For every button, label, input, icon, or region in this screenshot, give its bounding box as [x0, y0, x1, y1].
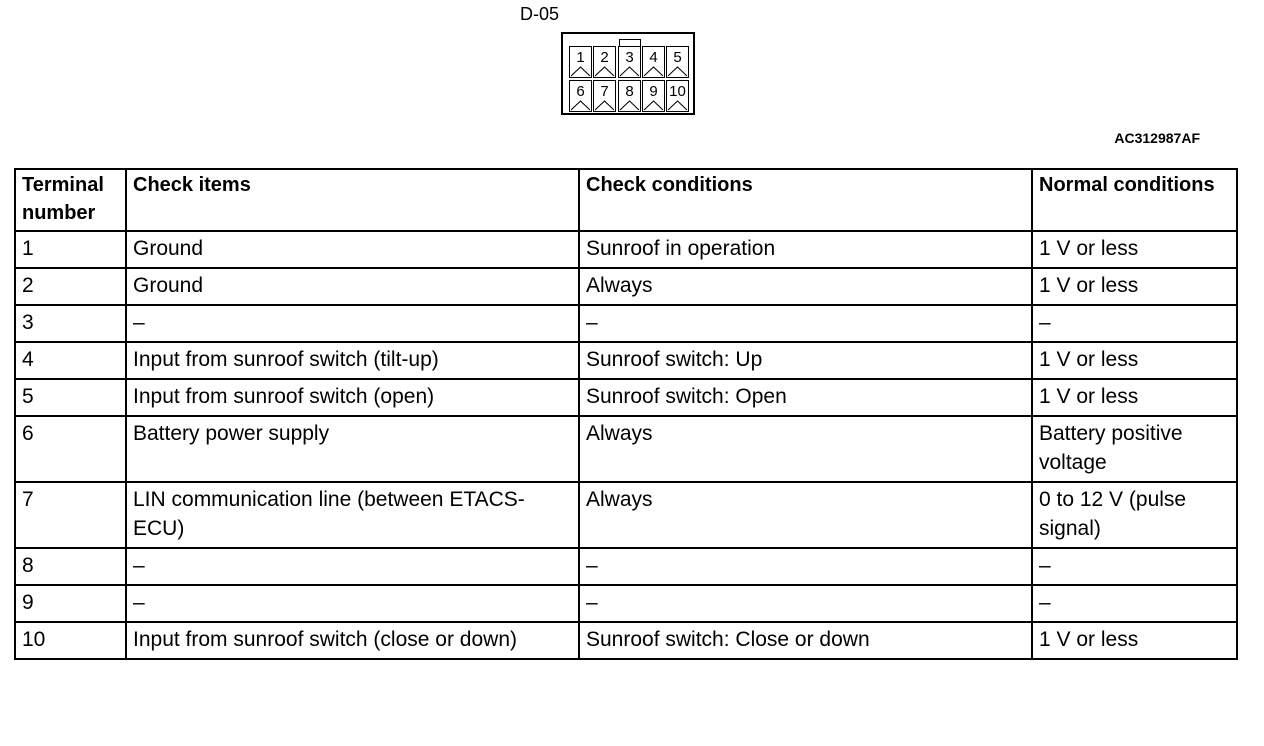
cell-terminal: 2: [14, 267, 127, 306]
figure-reference-code: AC312987AF: [1114, 130, 1200, 146]
cell-check-item: Battery power supply: [125, 415, 580, 483]
table-row: 4 Input from sunroof switch (tilt-up) Su…: [14, 341, 1238, 380]
table-row: 8 – – –: [14, 547, 1238, 586]
connector-pin: 3: [618, 46, 641, 78]
connector-pin: 2: [593, 46, 616, 78]
cell-normal-condition: 1 V or less: [1031, 378, 1238, 417]
cell-check-item: –: [125, 304, 580, 343]
cell-normal-condition: –: [1031, 547, 1238, 586]
cell-normal-condition: 0 to 12 V (pulse signal): [1031, 481, 1238, 549]
cell-normal-condition: 1 V or less: [1031, 230, 1238, 269]
cell-terminal: 9: [14, 584, 127, 623]
cell-check-item: Input from sunroof switch (close or down…: [125, 621, 580, 660]
cell-check-condition: Always: [578, 267, 1033, 306]
connector-label: D-05: [520, 4, 560, 24]
pin-number: 6: [576, 83, 585, 100]
pin-number: 5: [673, 49, 682, 66]
cell-terminal: 8: [14, 547, 127, 586]
cell-normal-condition: Battery positive voltage: [1031, 415, 1238, 483]
cell-check-condition: –: [578, 584, 1033, 623]
connector-pin: 10: [666, 80, 689, 112]
cell-check-item: Ground: [125, 230, 580, 269]
pin-number: 4: [649, 49, 658, 66]
cell-check-item: –: [125, 547, 580, 586]
cell-normal-condition: –: [1031, 584, 1238, 623]
cell-check-condition: Sunroof switch: Close or down: [578, 621, 1033, 660]
table-row: 9 – – –: [14, 584, 1238, 623]
cell-check-condition: Always: [578, 481, 1033, 549]
header-normal-conditions: Normal conditions: [1031, 168, 1238, 232]
table-row: 5 Input from sunroof switch (open) Sunro…: [14, 378, 1238, 417]
pin-number: 9: [649, 83, 658, 100]
cell-terminal: 7: [14, 481, 127, 549]
table-row: 1 Ground Sunroof in operation 1 V or les…: [14, 230, 1238, 269]
cell-check-condition: –: [578, 547, 1033, 586]
header-check-items: Check items: [125, 168, 580, 232]
cell-terminal: 10: [14, 621, 127, 660]
connector-pin: 9: [642, 80, 665, 112]
cell-check-condition: Always: [578, 415, 1033, 483]
connector-pin: 5: [666, 46, 689, 78]
cell-check-item: Input from sunroof switch (open): [125, 378, 580, 417]
cell-normal-condition: –: [1031, 304, 1238, 343]
connector-diagram: 1 2 3 4 5 6 7 8 9 10: [561, 32, 695, 115]
terminal-check-table: Terminal number Check items Check condit…: [14, 168, 1238, 660]
connector-pin: 8: [618, 80, 641, 112]
cell-terminal: 3: [14, 304, 127, 343]
table-row: 7 LIN communication line (between ETACS-…: [14, 481, 1238, 549]
connector-lock-tab: [619, 39, 641, 49]
cell-check-item: LIN communication line (between ETACS-EC…: [125, 481, 580, 549]
cell-check-item: Input from sunroof switch (tilt-up): [125, 341, 580, 380]
cell-terminal: 6: [14, 415, 127, 483]
pin-number: 3: [625, 49, 634, 66]
connector-pin: 7: [593, 80, 616, 112]
connector-pin: 4: [642, 46, 665, 78]
cell-terminal: 4: [14, 341, 127, 380]
connector-pin: 6: [569, 80, 592, 112]
table-row: 6 Battery power supply Always Battery po…: [14, 415, 1238, 483]
pin-number: 1: [576, 49, 585, 66]
table-row: 10 Input from sunroof switch (close or d…: [14, 621, 1238, 660]
header-check-conditions: Check conditions: [578, 168, 1033, 232]
cell-check-condition: –: [578, 304, 1033, 343]
cell-normal-condition: 1 V or less: [1031, 267, 1238, 306]
table-row: 2 Ground Always 1 V or less: [14, 267, 1238, 306]
cell-check-condition: Sunroof switch: Up: [578, 341, 1033, 380]
cell-terminal: 1: [14, 230, 127, 269]
table-row: 3 – – –: [14, 304, 1238, 343]
cell-normal-condition: 1 V or less: [1031, 621, 1238, 660]
table-header-row: Terminal number Check items Check condit…: [14, 168, 1238, 232]
pin-number: 10: [669, 83, 686, 100]
header-terminal-number: Terminal number: [14, 168, 127, 232]
connector-pin: 1: [569, 46, 592, 78]
cell-check-item: –: [125, 584, 580, 623]
pin-number: 2: [600, 49, 609, 66]
pin-number: 8: [625, 83, 634, 100]
cell-check-item: Ground: [125, 267, 580, 306]
cell-terminal: 5: [14, 378, 127, 417]
cell-normal-condition: 1 V or less: [1031, 341, 1238, 380]
cell-check-condition: Sunroof in operation: [578, 230, 1033, 269]
pin-number: 7: [600, 83, 609, 100]
cell-check-condition: Sunroof switch: Open: [578, 378, 1033, 417]
